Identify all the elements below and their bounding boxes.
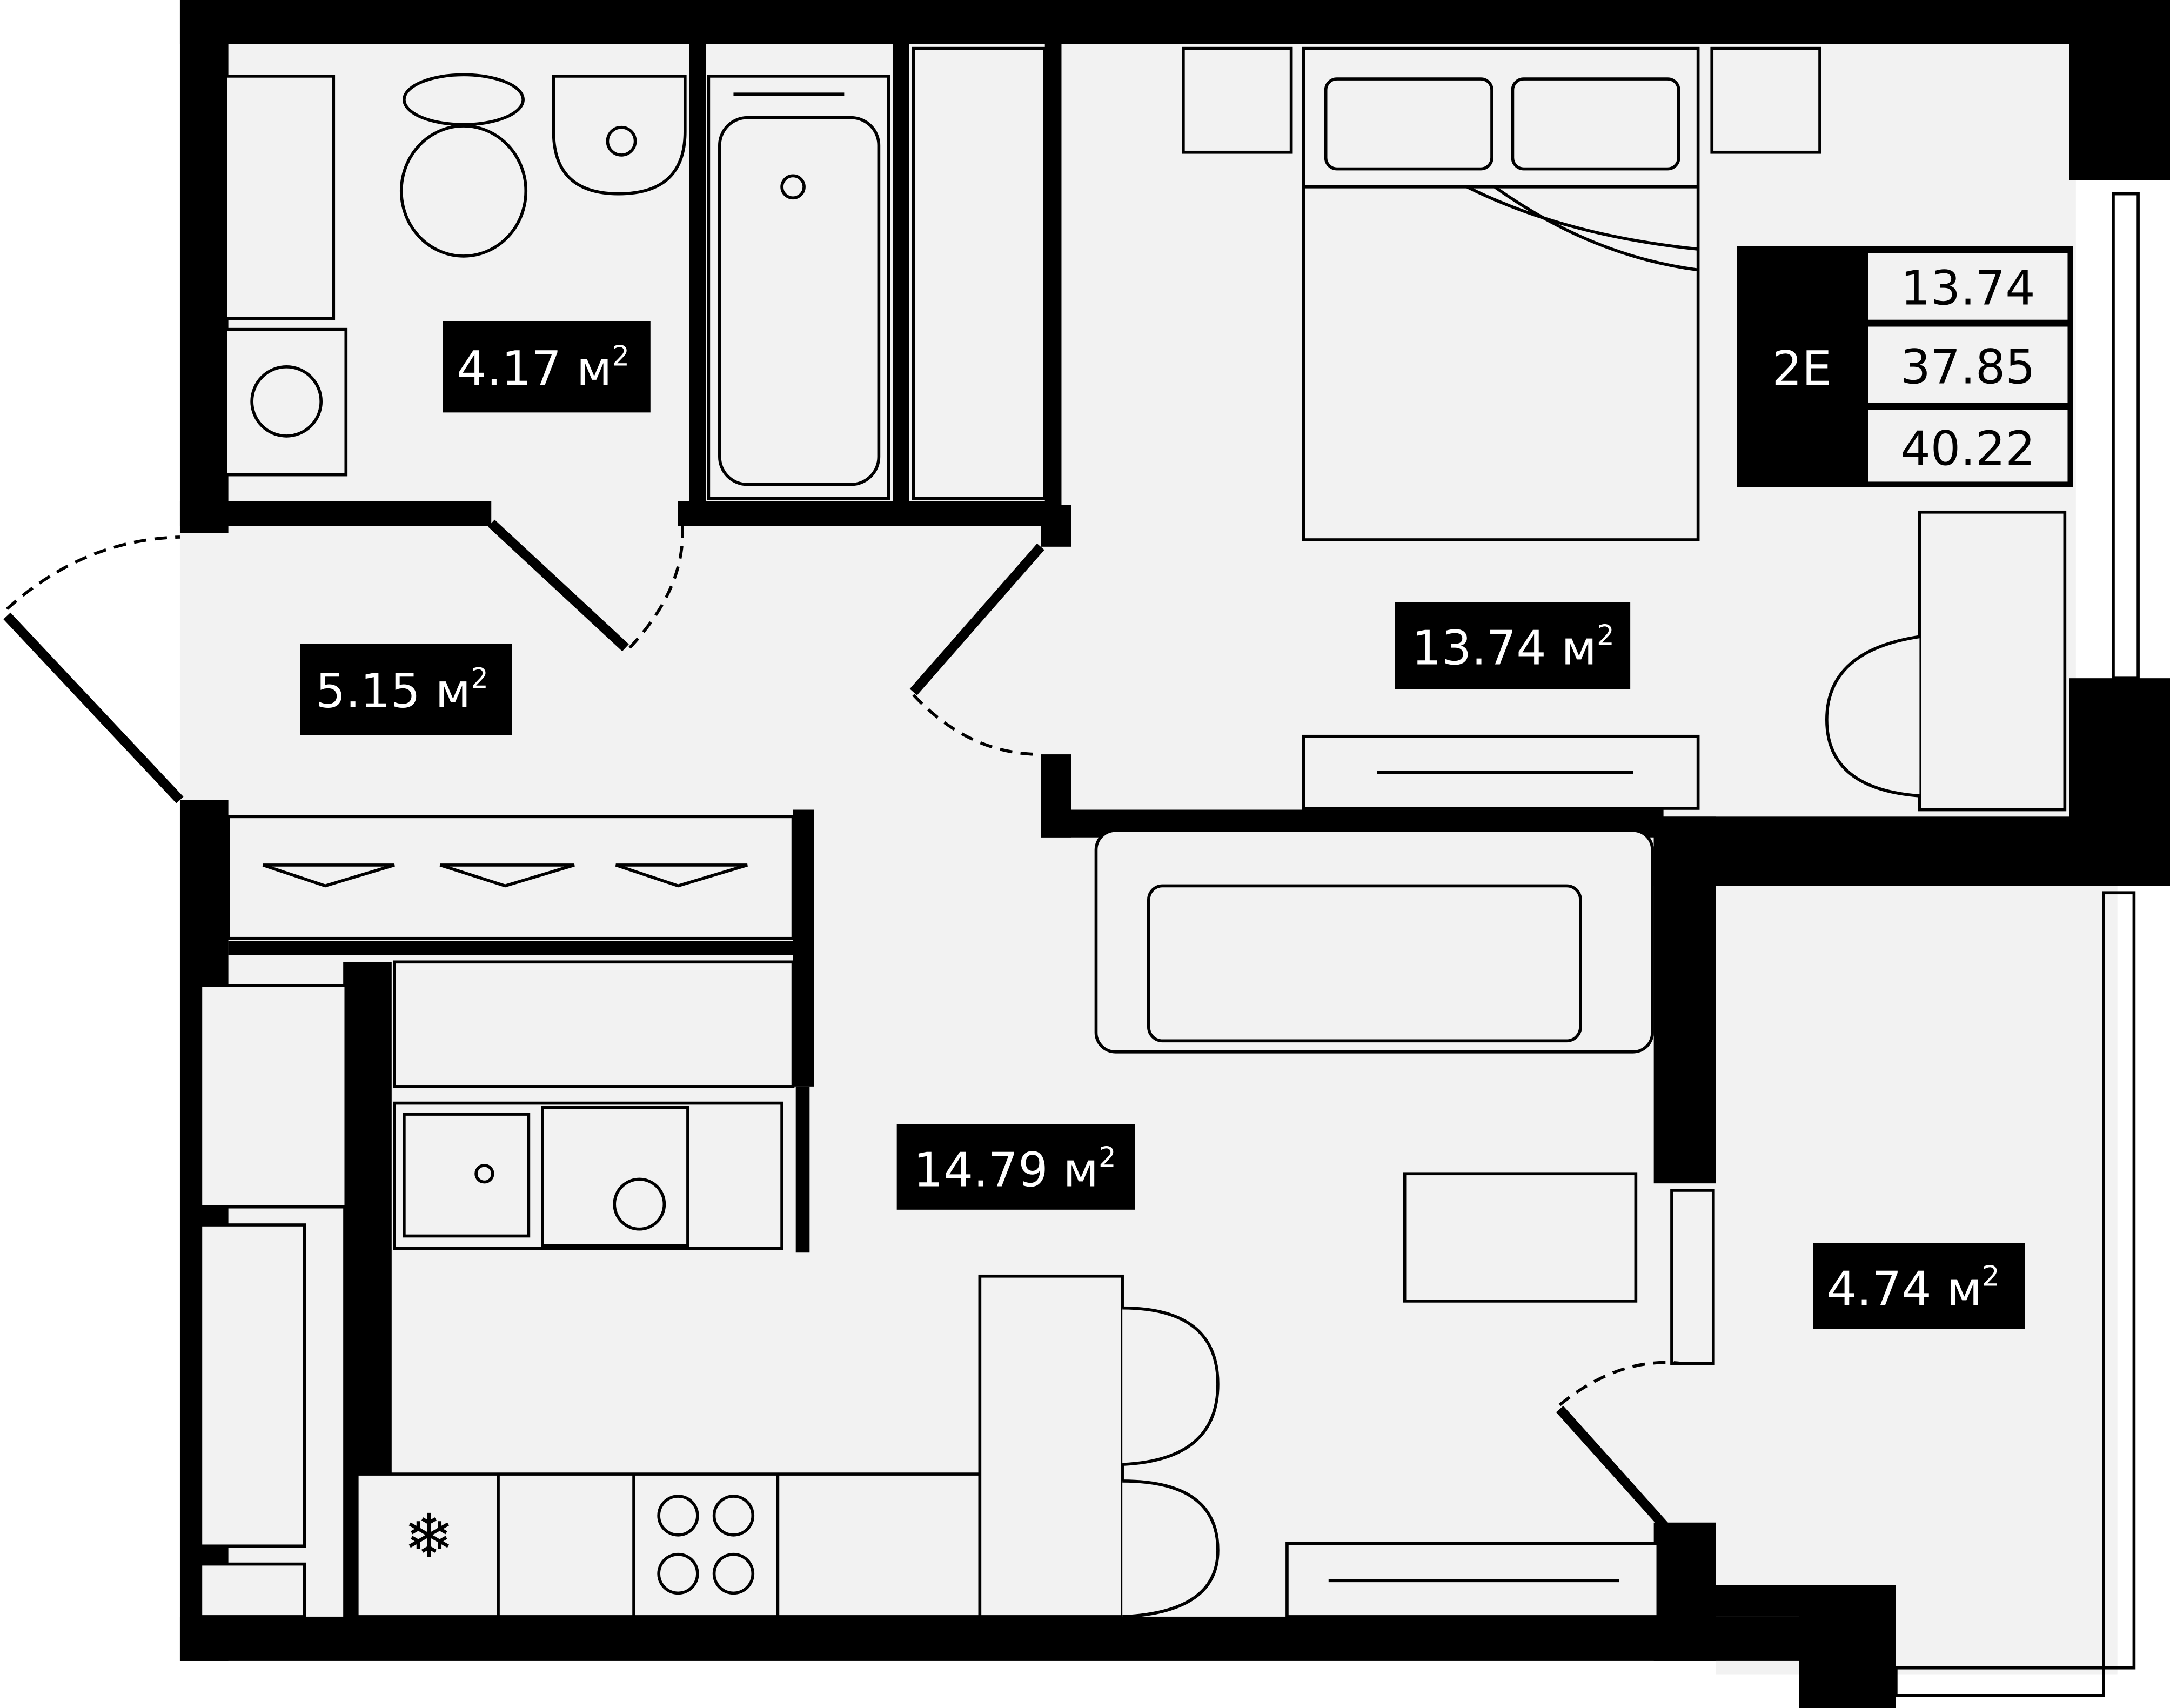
bathroom-fixtures [224, 46, 1047, 500]
bedroom-furniture [1182, 46, 2067, 812]
living-area-value: 13.74 [1900, 261, 2035, 316]
svg-text:5.15 м2: 5.15 м2 [316, 662, 488, 719]
toilet-icon [403, 73, 525, 126]
room-label-hallway: 5.15 м2 [300, 644, 512, 735]
svg-text:14.79 м2: 14.79 м2 [913, 1141, 1116, 1197]
total-area-with-balcony-value: 40.22 [1900, 421, 2035, 477]
windows [1670, 192, 2140, 1697]
room-label-kitchen-living: 14.79 м2 [896, 1124, 1135, 1210]
stove-icon [657, 1495, 755, 1595]
room-label-bedroom: 13.74 м2 [1395, 602, 1631, 689]
sink-icon [403, 1113, 531, 1238]
room-label-bathroom: 4.17 м2 [443, 321, 651, 413]
svg-text:4.17 м2: 4.17 м2 [457, 340, 629, 396]
bathtub-icon [707, 75, 890, 500]
doors [3, 512, 1682, 1533]
apartment-type: 2E [1772, 341, 1832, 396]
dishwasher-icon [541, 1106, 689, 1248]
kitchen-furniture: ❄ [199, 829, 1660, 1618]
room-label-balcony: 4.74 м2 [1813, 1243, 2025, 1329]
freezer-icon: ❄ [404, 1501, 454, 1572]
sofa-icon [1094, 829, 1654, 1054]
apartment-info-table: 2E 13.74 37.85 40.22 [1737, 246, 2073, 487]
wardrobe [226, 815, 795, 940]
svg-text:13.74 м2: 13.74 м2 [1411, 620, 1614, 676]
total-area-value: 37.85 [1900, 340, 2035, 395]
table-icon [1403, 1172, 1638, 1303]
svg-text:4.74 м2: 4.74 м2 [1827, 1261, 2000, 1317]
